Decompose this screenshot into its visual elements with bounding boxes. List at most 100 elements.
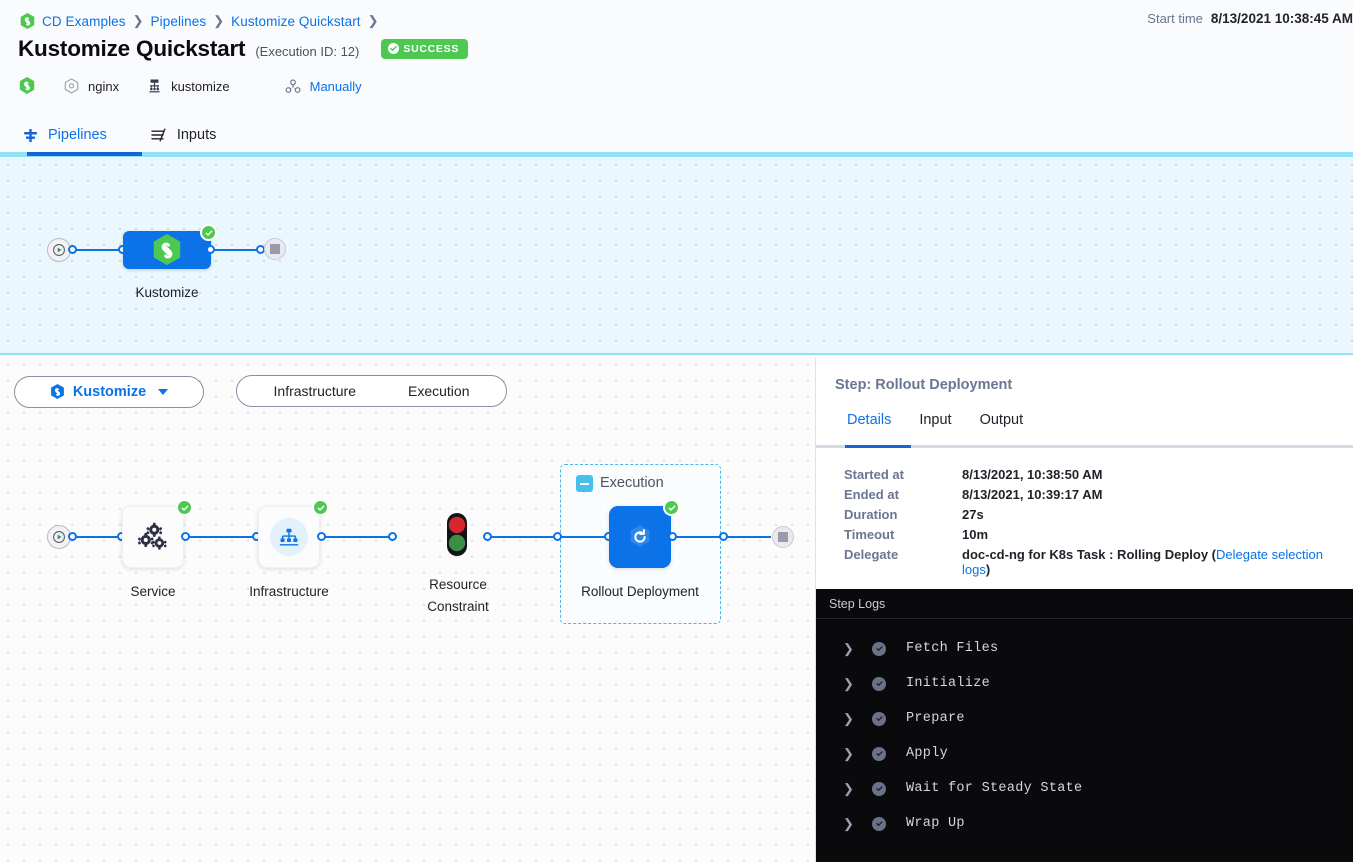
detail-row: Timeout 10m bbox=[844, 527, 1344, 542]
meta-service-label: nginx bbox=[88, 78, 120, 94]
step-node-service[interactable] bbox=[122, 506, 184, 568]
log-row-label: Apply bbox=[906, 746, 949, 761]
meta-trigger-label[interactable]: Manually bbox=[309, 78, 362, 94]
stage-node-kustomize[interactable] bbox=[123, 231, 211, 269]
tab-input[interactable]: Input bbox=[919, 412, 952, 428]
stage-start-node[interactable] bbox=[47, 525, 71, 549]
execution-id: (Execution ID: 12) bbox=[255, 44, 360, 59]
pipeline-graph-stage[interactable]: Kustomize Infrastructure Execution bbox=[0, 357, 815, 862]
detail-value: doc-cd-ng for K8s Task : Rolling Deploy … bbox=[962, 547, 1344, 577]
log-row-label: Initialize bbox=[906, 676, 991, 691]
page-title: Kustomize Quickstart bbox=[18, 36, 246, 61]
detail-value: 27s bbox=[962, 507, 984, 522]
step-node-label-infrastructure: Infrastructure bbox=[249, 584, 329, 599]
meta-item-service: nginx bbox=[62, 77, 119, 95]
meta-infrastructure-label: kustomize bbox=[171, 78, 230, 94]
step-logs-console[interactable]: Step Logs ❯ Fetch Files ❯ Initialize ❯ P… bbox=[816, 589, 1353, 862]
graph-stop-node[interactable] bbox=[264, 238, 286, 260]
detail-value: 8/13/2021, 10:39:17 AM bbox=[962, 487, 1103, 502]
chevron-right-icon[interactable]: ❯ bbox=[843, 710, 854, 726]
harness-logo-icon bbox=[18, 77, 36, 95]
breadcrumb-item-cd-examples[interactable]: CD Examples bbox=[42, 13, 126, 29]
breadcrumb-separator: ❯ bbox=[213, 13, 225, 28]
status-success-icon bbox=[872, 711, 886, 726]
play-icon bbox=[53, 244, 65, 256]
graph-edge bbox=[676, 536, 724, 538]
page-header: CD Examples ❯ Pipelines ❯ Kustomize Quic… bbox=[0, 0, 1353, 150]
log-row[interactable]: ❯ Wait for Steady State bbox=[816, 771, 1353, 806]
chevron-right-icon[interactable]: ❯ bbox=[843, 675, 854, 691]
stage-stop-node[interactable] bbox=[772, 526, 794, 548]
traffic-light-icon bbox=[447, 513, 467, 556]
breadcrumb: CD Examples ❯ Pipelines ❯ Kustomize Quic… bbox=[20, 10, 386, 32]
log-row[interactable]: ❯ Prepare bbox=[816, 701, 1353, 736]
detail-row-delegate: Delegate doc-cd-ng for K8s Task : Rollin… bbox=[844, 547, 1344, 577]
detail-row: Ended at 8/13/2021, 10:39:17 AM bbox=[844, 487, 1344, 502]
graph-start-node[interactable] bbox=[47, 238, 71, 262]
tab-output[interactable]: Output bbox=[979, 412, 1024, 428]
chevron-right-icon[interactable]: ❯ bbox=[843, 815, 854, 831]
tab-pipelines-label: Pipelines bbox=[48, 127, 107, 143]
tab-rule bbox=[816, 445, 1353, 448]
graph-edge bbox=[491, 536, 555, 538]
pipeline-graph-top[interactable]: Kustomize bbox=[0, 152, 1353, 355]
status-badge: SUCCESS bbox=[381, 38, 469, 59]
title-row: Kustomize Quickstart (Execution ID: 12) … bbox=[18, 36, 469, 62]
status-success-icon bbox=[312, 499, 329, 516]
chevron-right-icon[interactable]: ❯ bbox=[843, 780, 854, 796]
status-success-icon bbox=[872, 676, 886, 691]
detail-value: 8/13/2021, 10:38:50 AM bbox=[962, 467, 1103, 482]
delegate-text: doc-cd-ng for K8s Task : Rolling Deploy … bbox=[962, 547, 1216, 562]
tab-inputs-label: Inputs bbox=[176, 127, 217, 143]
stage-section-switcher[interactable]: Infrastructure Execution bbox=[236, 375, 507, 407]
step-logs-list: ❯ Fetch Files ❯ Initialize ❯ Prepare ❯ bbox=[816, 619, 1353, 841]
log-row[interactable]: ❯ Apply bbox=[816, 736, 1353, 771]
step-node-label-rollout-deployment: Rollout Deployment bbox=[581, 584, 699, 599]
meta-item-trigger[interactable]: Manually bbox=[284, 77, 362, 95]
step-details-panel: Step: Rollout Deployment Details Input O… bbox=[815, 357, 1353, 862]
stage-selector-dropdown[interactable]: Kustomize bbox=[14, 376, 204, 408]
detail-key: Duration bbox=[844, 507, 898, 522]
log-row-label: Wrap Up bbox=[906, 816, 965, 831]
chevron-right-icon[interactable]: ❯ bbox=[843, 745, 854, 761]
step-node-infrastructure[interactable] bbox=[258, 506, 320, 568]
breadcrumb-item-kustomize-quickstart[interactable]: Kustomize Quickstart bbox=[231, 13, 361, 29]
section-tab-execution[interactable]: Execution bbox=[408, 383, 470, 399]
tab-active-underline bbox=[27, 152, 142, 156]
status-success-icon bbox=[200, 224, 217, 241]
chevron-down-icon bbox=[158, 389, 169, 395]
log-row[interactable]: ❯ Fetch Files bbox=[816, 631, 1353, 666]
chevron-right-icon[interactable]: ❯ bbox=[843, 640, 854, 656]
step-logs-header: Step Logs bbox=[816, 589, 1353, 619]
detail-key: Delegate bbox=[844, 547, 899, 562]
detail-key: Started at bbox=[844, 467, 904, 482]
tab-details[interactable]: Details bbox=[847, 412, 892, 428]
meta-row: nginx kustomize Manually bbox=[18, 75, 388, 97]
collapse-minus-icon[interactable] bbox=[576, 475, 593, 492]
stage-node-label: Kustomize bbox=[135, 285, 199, 300]
detail-value: 10m bbox=[962, 527, 989, 542]
detail-key: Ended at bbox=[844, 487, 899, 502]
step-node-label-resource-constraint: Resource Constraint bbox=[427, 577, 489, 614]
breadcrumb-item-pipelines[interactable]: Pipelines bbox=[150, 13, 207, 29]
breadcrumb-separator: ❯ bbox=[367, 13, 379, 28]
tab-active-underline bbox=[845, 445, 911, 448]
trigger-manual-icon bbox=[284, 77, 302, 95]
kustomize-icon bbox=[50, 384, 65, 400]
stop-square-icon bbox=[778, 532, 788, 542]
start-time: Start time 8/13/2021 10:38:45 AM bbox=[1147, 11, 1353, 26]
rolling-deploy-icon bbox=[630, 525, 650, 547]
section-tab-infrastructure[interactable]: Infrastructure bbox=[273, 383, 356, 399]
step-node-rollout-deployment[interactable] bbox=[609, 506, 671, 568]
status-success-icon bbox=[872, 781, 886, 796]
tab-inputs[interactable]: Inputs bbox=[129, 118, 239, 152]
step-node-resource-constraint[interactable] bbox=[443, 511, 471, 566]
infrastructure-icon bbox=[145, 77, 163, 95]
log-row[interactable]: ❯ Wrap Up bbox=[816, 806, 1353, 841]
delegate-selection-logs-link[interactable]: Delegate selection logs bbox=[962, 547, 1323, 577]
detail-key: Timeout bbox=[844, 527, 895, 542]
log-row[interactable]: ❯ Initialize bbox=[816, 666, 1353, 701]
tab-pipelines[interactable]: Pipelines bbox=[0, 118, 129, 152]
infrastructure-tree-icon bbox=[270, 518, 308, 556]
